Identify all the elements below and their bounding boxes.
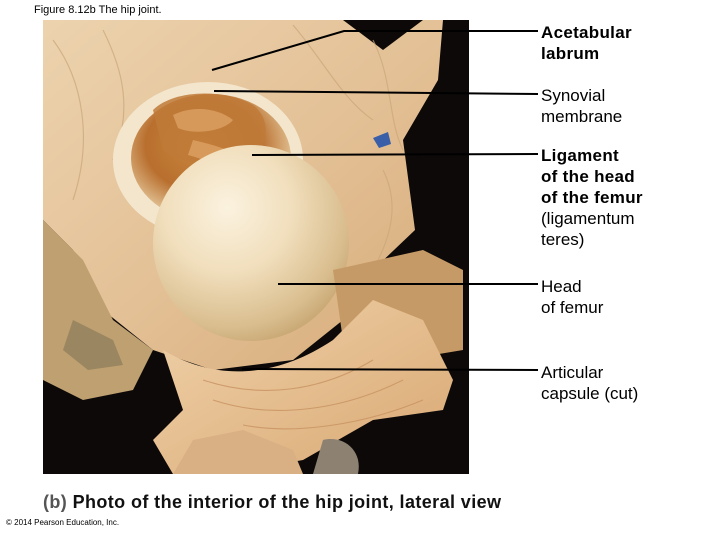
caption-part-label: (b)	[43, 492, 68, 512]
label-line: Articular	[541, 363, 604, 382]
hip-joint-photo	[43, 20, 469, 474]
copyright-notice: © 2014 Pearson Education, Inc.	[6, 518, 120, 527]
label-acetabular-labrum: Acetabular labrum	[541, 22, 632, 64]
label-line: of the femur	[541, 188, 643, 207]
label-line: teres)	[541, 230, 585, 249]
label-line: of femur	[541, 298, 604, 317]
label-articular-capsule: Articular capsule (cut)	[541, 362, 638, 404]
label-line: Acetabular	[541, 23, 632, 42]
label-line: (ligamentum	[541, 209, 635, 228]
label-head-of-femur: Head of femur	[541, 276, 603, 318]
label-line: Synovial	[541, 86, 606, 105]
label-line: capsule (cut)	[541, 384, 639, 403]
label-synovial-membrane: Synovial membrane	[541, 85, 622, 127]
figure-caption: (b) Photo of the interior of the hip joi…	[43, 492, 501, 513]
label-ligament-head-femur: Ligament of the head of the femur (ligam…	[541, 145, 643, 250]
label-line: labrum	[541, 44, 600, 63]
label-line: membrane	[541, 107, 623, 126]
label-line: Ligament	[541, 146, 619, 165]
figure-title: Figure 8.12b The hip joint.	[34, 4, 162, 16]
label-line: of the head	[541, 167, 635, 186]
caption-text: Photo of the interior of the hip joint, …	[72, 492, 502, 512]
label-line: Head	[541, 277, 582, 296]
